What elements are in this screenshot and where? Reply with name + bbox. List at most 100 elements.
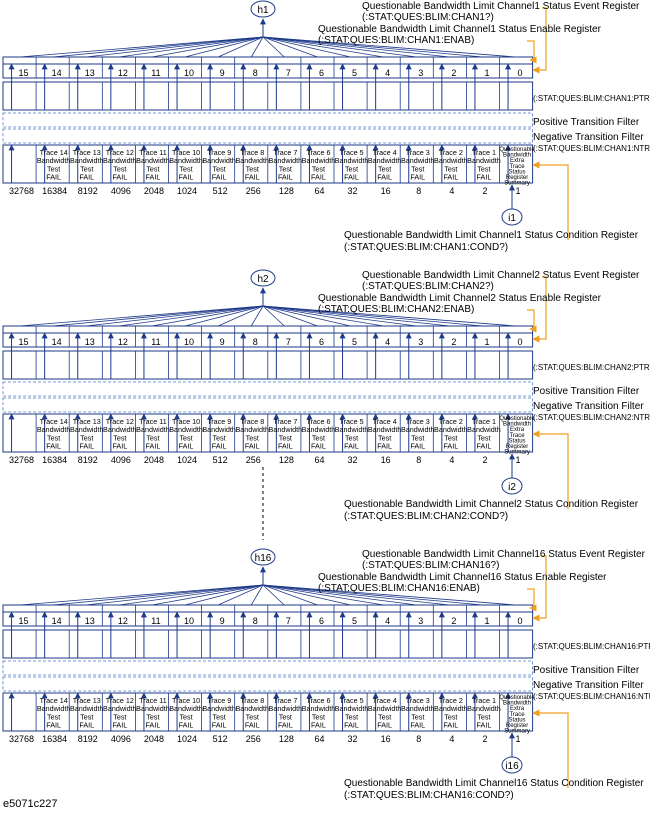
- condition-bit-label-line: Register: [506, 723, 528, 729]
- condition-bit-label-line: FAIL: [79, 721, 94, 730]
- condition-bit-label-line: Bandwidth: [434, 156, 468, 165]
- enable-register-command: (:STAT:QUES:BLIM:CHAN1:ENAB): [318, 35, 474, 46]
- event-register-query: (:STAT:QUES:BLIM:CHAN1?): [362, 12, 494, 23]
- condition-bit-label-line: Bandwidth: [269, 156, 303, 165]
- condition-bit-label-line: FAIL: [410, 173, 425, 182]
- bit-weight: 2: [482, 455, 487, 465]
- condition-bit-label-line: Test: [411, 712, 424, 721]
- condition-bit-label-line: FAIL: [377, 173, 392, 182]
- or-line: [262, 584, 450, 606]
- condition-bit-label-line: Trace 6: [306, 417, 330, 426]
- bit-number: 5: [352, 337, 357, 347]
- bit-weight: 64: [314, 734, 324, 744]
- condition-bit-label-line: Test: [345, 712, 358, 721]
- condition-bit-label-line: Trace 4: [373, 148, 397, 157]
- or-line: [262, 305, 517, 327]
- or-line: [19, 36, 264, 58]
- bit-weight: 16384: [42, 734, 67, 744]
- condition-bit-label-line: Test: [477, 712, 490, 721]
- bit-number: 7: [286, 616, 291, 626]
- negative-filter-row: [2, 128, 533, 144]
- bit-weight: 32: [348, 455, 358, 465]
- condition-bit-label-line: Bandwidth: [103, 156, 137, 165]
- condition-bit-label-line: Bandwidth: [37, 425, 71, 434]
- bit-weight: 4: [449, 734, 454, 744]
- bit-number: 8: [253, 616, 258, 626]
- condition-bit-label-line: FAIL: [311, 721, 326, 730]
- condition-bit-label-line: Bandwidth: [503, 701, 531, 707]
- bit-weight: 1: [516, 186, 521, 196]
- condition-bit-label-line: Bandwidth: [70, 156, 104, 165]
- bit-weight: 2048: [144, 186, 164, 196]
- condition-bit-label-line: Bandwidth: [335, 704, 369, 713]
- enable-register-name: Questionable Bandwidth Limit Channel2 St…: [318, 293, 602, 304]
- condition-bit-label-line: Trace 11: [139, 417, 167, 426]
- bit-weight: 1024: [177, 186, 197, 196]
- condition-bit-label-line: Bandwidth: [169, 156, 203, 165]
- bit-weight: 4: [449, 186, 454, 196]
- condition-bit-label-line: Test: [312, 712, 325, 721]
- or-line: [262, 584, 285, 606]
- bit-weight: 2: [482, 186, 487, 196]
- bit-number: 13: [85, 616, 95, 626]
- bit-number: 0: [518, 337, 523, 347]
- condition-bit-label-line: Test: [179, 164, 192, 173]
- condition-callout: [532, 709, 569, 788]
- negative-filter-row: [2, 397, 533, 413]
- condition-bit-label-line: Status: [509, 438, 526, 444]
- condition-bit-label-line: Bandwidth: [169, 425, 203, 434]
- bit-weight: 32768: [9, 186, 34, 196]
- condition-bit-label-line: FAIL: [278, 173, 293, 182]
- condition-bit-label-line: FAIL: [146, 721, 161, 730]
- condition-bit-label-line: FAIL: [179, 442, 194, 451]
- bit-weight: 64: [314, 186, 324, 196]
- condition-bit-label-line: Bandwidth: [302, 425, 336, 434]
- condition-bit-label-line: Trace 14: [40, 148, 68, 157]
- bit-number: 13: [85, 337, 95, 347]
- ntr-filter-label: Negative Transition Filter: [533, 680, 644, 691]
- or-line: [52, 305, 264, 327]
- bit-weight: 8: [416, 734, 421, 744]
- or-line: [52, 36, 264, 58]
- condition-bit-label-line: FAIL: [212, 721, 227, 730]
- ntr-command: (:STAT:QUES:BLIM:CHAN1:NTR): [533, 144, 650, 153]
- bit-number: 3: [418, 616, 423, 626]
- condition-bit-label-line: Bandwidth: [37, 156, 71, 165]
- condition-bit-label-line: Test: [279, 433, 292, 442]
- condition-bit-label-line: Trace: [509, 712, 525, 718]
- bit-number: 1: [484, 68, 489, 78]
- condition-bit-label-line: Trace 13: [73, 417, 101, 426]
- event-register-name: Questionable Bandwidth Limit Channel2 St…: [362, 270, 640, 281]
- condition-bit-label-line: Test: [378, 712, 391, 721]
- condition-bit-label-line: Test: [477, 164, 490, 173]
- bit-number: 9: [220, 616, 225, 626]
- bit-weight: 16: [381, 455, 391, 465]
- summary-node-label: h2: [257, 274, 269, 285]
- condition-bit-label-line: Test: [213, 712, 226, 721]
- bit-number: 10: [184, 68, 194, 78]
- condition-bit-label-line: Trace 1: [472, 417, 496, 426]
- condition-bit-label-line: Register: [506, 444, 528, 450]
- or-line: [118, 36, 264, 58]
- condition-bit-label-line: Trace 5: [339, 148, 363, 157]
- condition-callout: [532, 161, 569, 240]
- summary-node-label: h16: [255, 553, 272, 564]
- condition-node-label: i1: [508, 213, 516, 224]
- or-line: [217, 305, 264, 327]
- bit-weight: 1024: [177, 455, 197, 465]
- bit-weight: 8: [416, 186, 421, 196]
- condition-bit-label-line: FAIL: [146, 442, 161, 451]
- condition-bit-label-line: Bandwidth: [202, 425, 236, 434]
- bit-number: 12: [118, 616, 128, 626]
- condition-bit-label-line: Trace 9: [207, 148, 231, 157]
- condition-bit-label-line: Trace 5: [339, 696, 363, 705]
